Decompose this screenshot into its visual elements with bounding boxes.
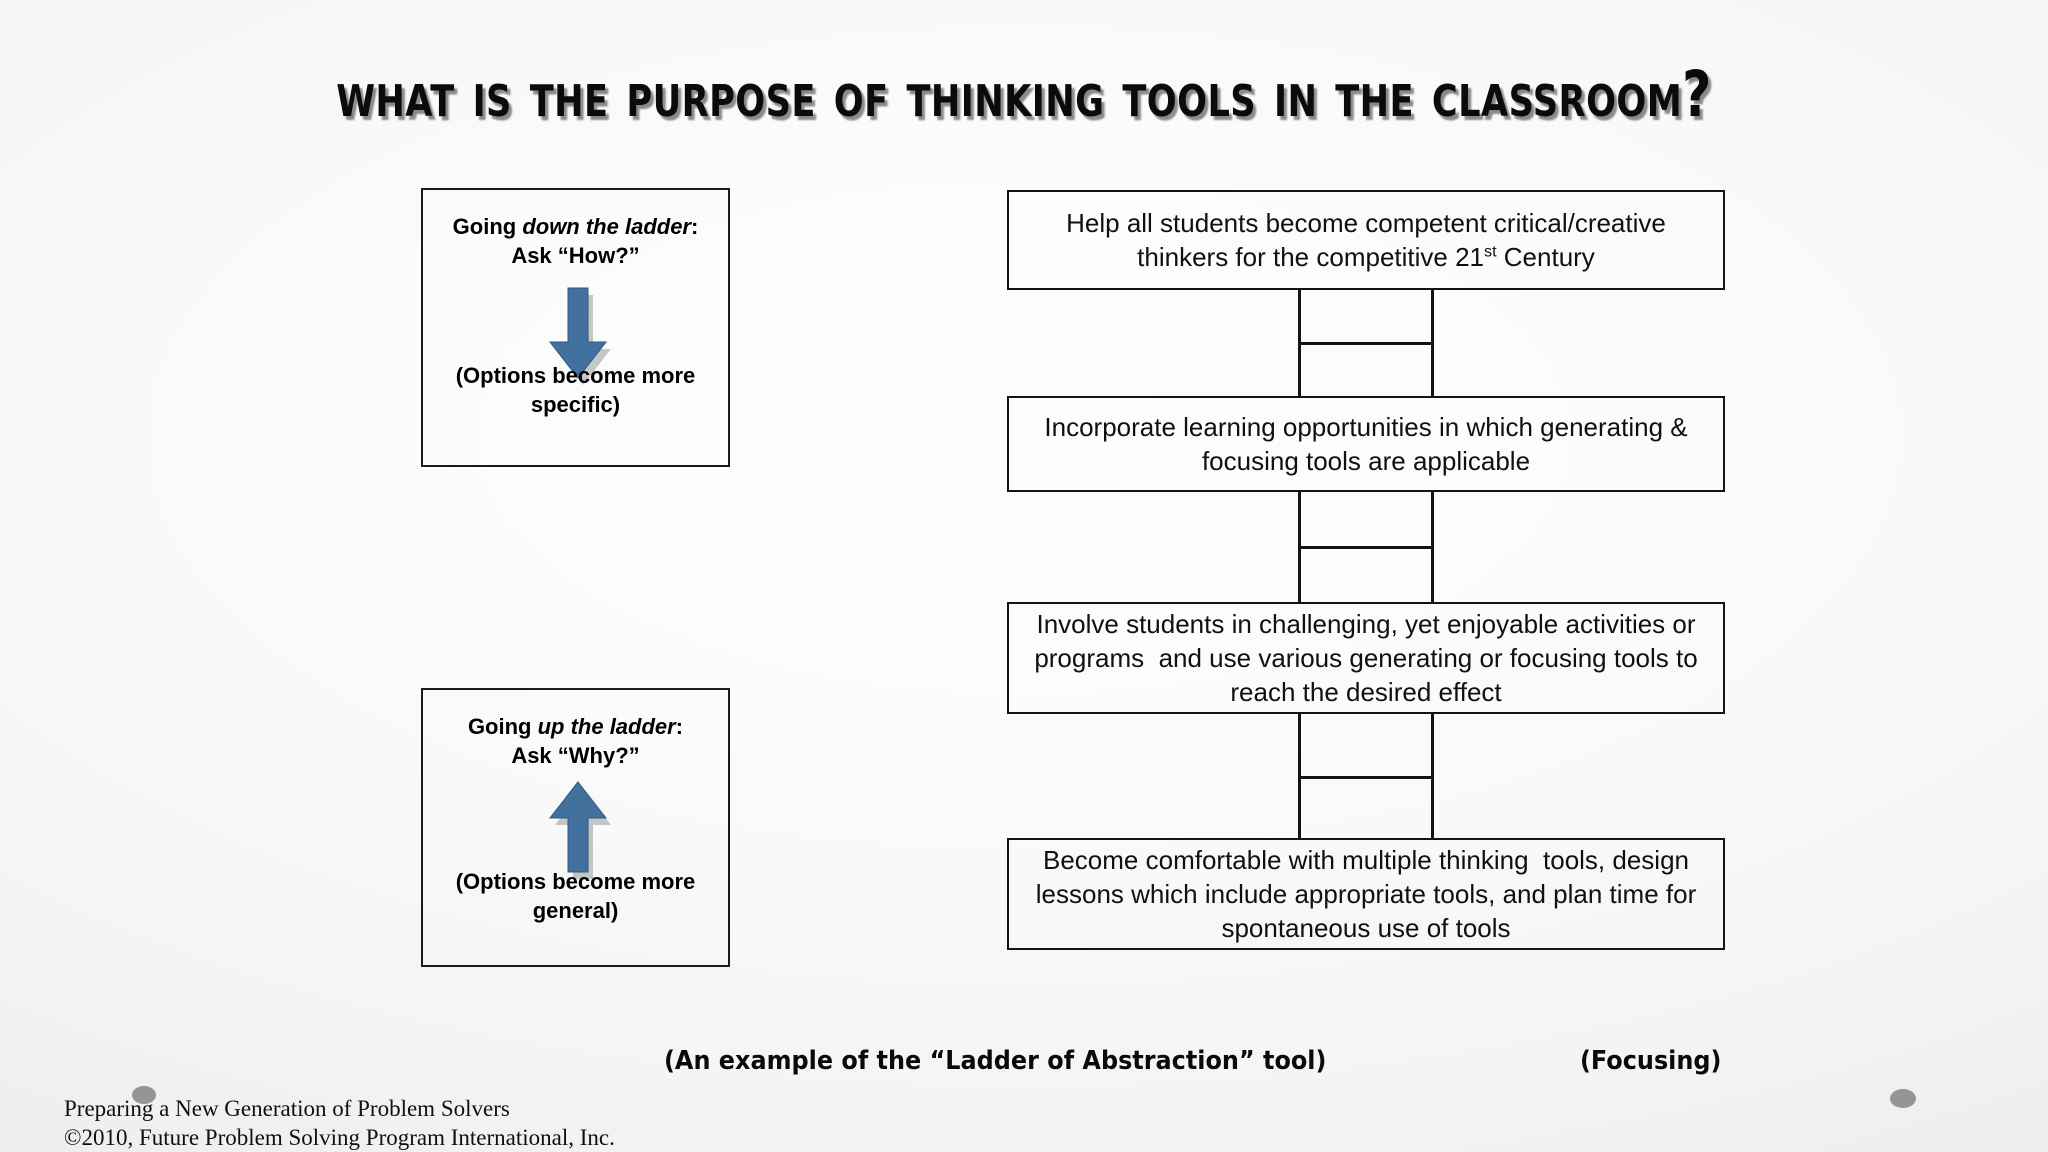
down-arrow-container — [423, 286, 728, 386]
going-up-footnote-line1: (Options become more — [455, 868, 696, 894]
going-up-heading-line2: Ask “Why?” — [511, 743, 640, 769]
flowchart-step-3: Involve students in challenging, yet enj… — [1007, 602, 1725, 714]
going-down-heading-prefix: Going — [452, 214, 523, 239]
flowchart-step-1-line2-pre: thinkers for the competitive 21 — [1137, 242, 1485, 272]
going-down-heading: Going down the ladder: Ask “How?” — [423, 212, 728, 270]
flowchart-step-1-ordinal-suffix: st — [1484, 242, 1497, 261]
flowchart-step-1-line2-post: Century — [1496, 242, 1595, 272]
going-up-footnote: (Options become more general) — [437, 867, 714, 925]
flowchart-step-2-line1: Incorporate learning opportunities in wh… — [1044, 411, 1688, 442]
going-down-footnote-line1: (Options become more — [455, 362, 696, 388]
going-up-footnote-line2: general) — [532, 897, 619, 923]
going-down-footnote-line2: specific) — [530, 391, 621, 417]
page-title: What is the purpose of thinking tools in… — [336, 58, 1712, 131]
flowchart-step-4-line2: lessons which include appropriate tools,… — [1035, 878, 1697, 909]
flowchart-step-1-line1: Help all students become competent criti… — [1066, 207, 1666, 238]
flowchart-step-4-line3: spontaneous use of tools — [1221, 913, 1511, 944]
going-up-heading: Going up the ladder: Ask “Why?” — [423, 712, 728, 770]
flowchart-step-3-line3: reach the desired effect — [1230, 677, 1502, 708]
flowchart-step-2: Incorporate learning opportunities in wh… — [1007, 396, 1725, 492]
going-down-heading-emphasis: down the ladder — [522, 214, 691, 239]
going-up-ladder-box: Going up the ladder: Ask “Why?” (Options… — [421, 688, 730, 967]
flowchart-step-3-line2: programs and use various generating or f… — [1034, 642, 1698, 673]
ladder-rung-2 — [1298, 546, 1434, 549]
flowchart-step-1-line2: thinkers for the competitive 21st Centur… — [1066, 240, 1666, 274]
flowchart-step-4-line1: Become comfortable with multiple thinkin… — [1043, 844, 1689, 875]
decorative-dot-left — [132, 1086, 156, 1104]
flowchart-step-4: Become comfortable with multiple thinkin… — [1007, 838, 1725, 950]
up-arrow-container — [423, 780, 728, 880]
going-up-heading-emphasis: up the ladder — [537, 714, 676, 739]
down-arrow-icon — [548, 287, 611, 385]
up-arrow-icon — [548, 781, 611, 879]
flowchart-step-2-line2: focusing tools are applicable — [1201, 446, 1531, 476]
flowchart-step-3-line1: Involve students in challenging, yet enj… — [1036, 608, 1696, 639]
going-down-footnote: (Options become more specific) — [437, 361, 714, 419]
ladder-rung-1 — [1298, 342, 1434, 345]
flowchart-step-1: Help all students become competent criti… — [1007, 190, 1725, 290]
footer-line-2: ©2010, Future Problem Solving Program In… — [64, 1125, 615, 1151]
going-up-heading-suffix: : — [675, 714, 684, 739]
going-up-heading-prefix: Going — [467, 714, 538, 739]
going-down-heading-suffix: : — [691, 214, 699, 239]
ladder-rung-3 — [1298, 776, 1434, 779]
caption-ladder-of-abstraction: (An example of the “Ladder of Abstractio… — [664, 1046, 1327, 1076]
going-down-ladder-box: Going down the ladder: Ask “How?” (Optio… — [421, 188, 730, 467]
decorative-dot-right — [1890, 1089, 1916, 1108]
going-down-heading-line2: Ask “How?” — [511, 243, 640, 269]
caption-focusing: (Focusing) — [1580, 1046, 1722, 1076]
